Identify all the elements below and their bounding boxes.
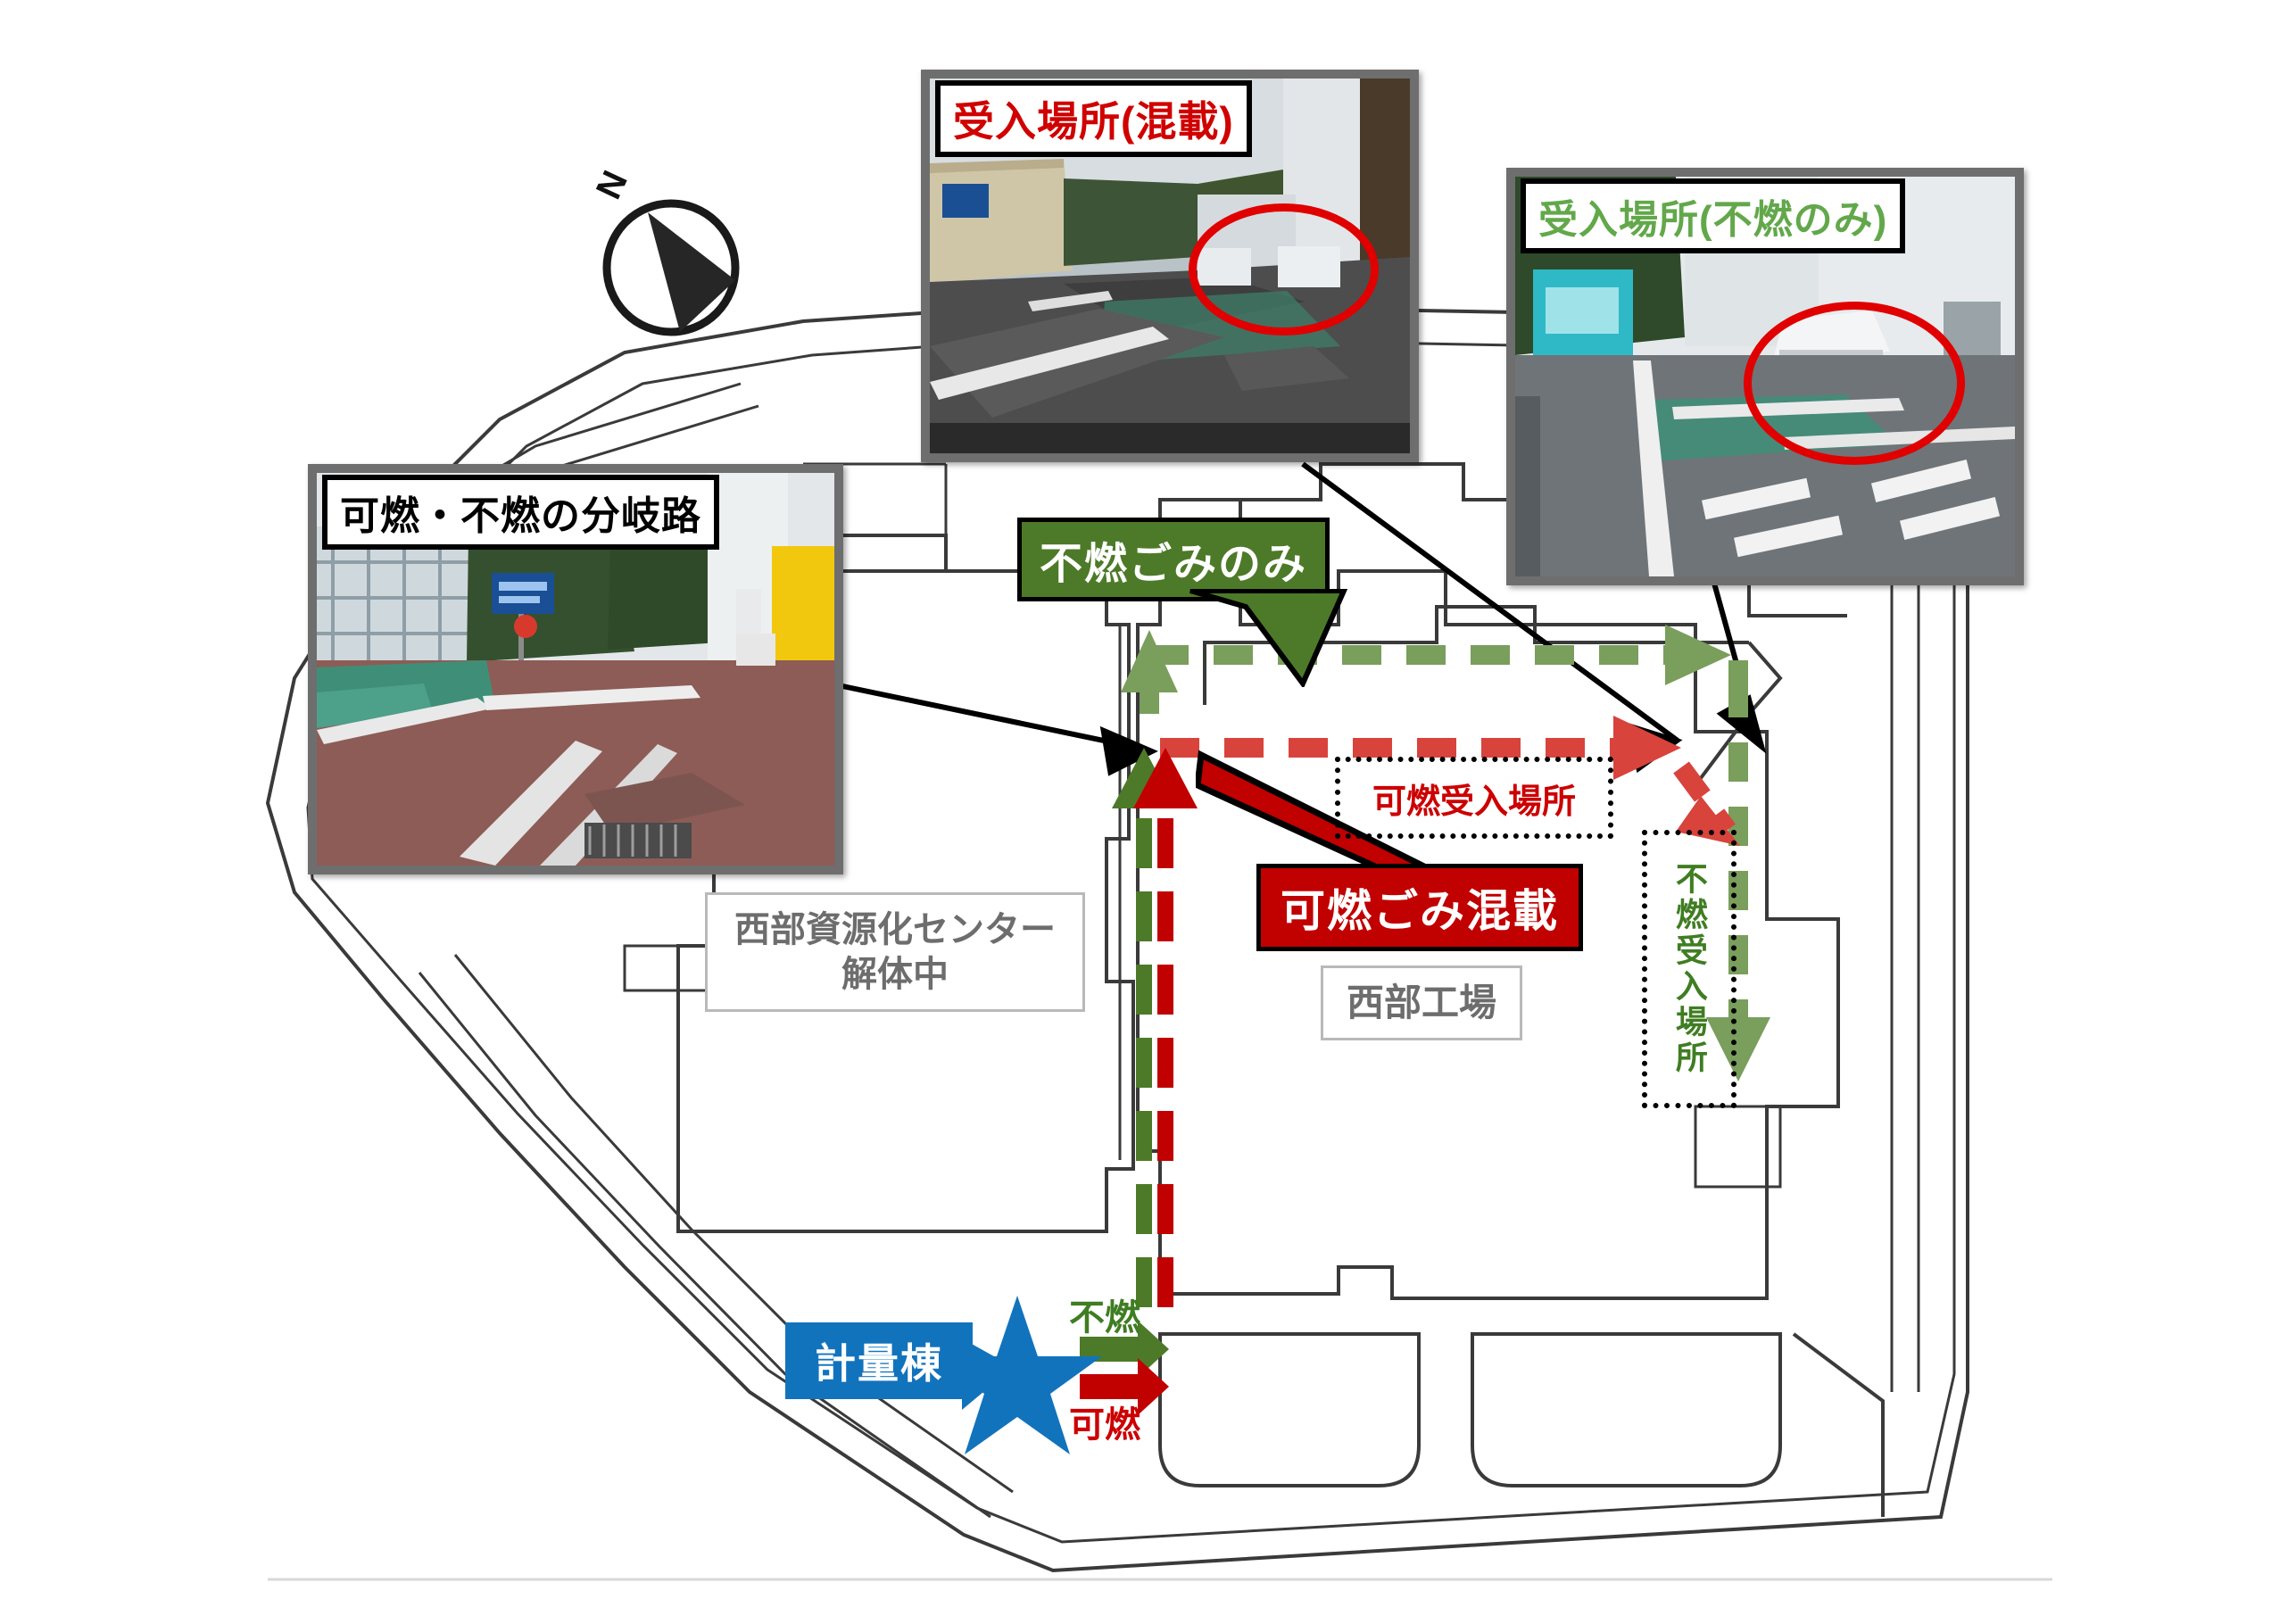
- photo-caption-mixed-receiving: 受入場所(混載): [935, 80, 1252, 157]
- zone-combustible-receiving-label: 可燃受入場所: [1372, 783, 1576, 821]
- building-label-line-2: 解体中: [841, 955, 949, 994]
- zone-combustible-receiving: 可燃受入場所: [1335, 757, 1613, 839]
- photo-card-mixed-receiving[interactable]: 受入場所(混載): [921, 70, 1419, 462]
- photo-card-noncombustible-receiving[interactable]: 受入場所(不燃のみ): [1506, 168, 2024, 585]
- building-label-seibu-plant: 西部工場: [1321, 965, 1522, 1040]
- building-label-seibu-recycling-center: 西部資源化センター 解体中: [705, 892, 1085, 1012]
- building-label-seibu-plant-text: 西部工場: [1346, 981, 1496, 1023]
- legend-noncombustible-label: 不燃: [1069, 1298, 1140, 1338]
- photo-caption-noncombustible-receiving: 受入場所(不燃のみ): [1521, 178, 1906, 253]
- callout-noncombustible-only-label: 不燃ごみのみ: [1039, 541, 1307, 588]
- callout-weighing-building[interactable]: 計量棟: [785, 1322, 973, 1399]
- photo-image-branch-road: [317, 473, 834, 866]
- zone-noncombustible-receiving: 不燃受入場所: [1642, 830, 1737, 1108]
- callout-combustible-mixed[interactable]: 可燃ごみ混載: [1256, 864, 1583, 951]
- callout-combustible-mixed-label: 可燃ごみ混載: [1281, 886, 1559, 936]
- red-ellipse-marker-2: [1744, 302, 1965, 465]
- red-ellipse-marker-1: [1189, 203, 1379, 336]
- callout-noncombustible-only[interactable]: 不燃ごみのみ: [1017, 518, 1330, 601]
- zone-noncombustible-receiving-label: 不燃受入場所: [1670, 862, 1708, 1076]
- building-label-line-1: 西部資源化センター: [734, 910, 1056, 949]
- photo-card-branch-road[interactable]: 可燃・不燃の分岐路: [308, 464, 843, 874]
- photo-caption-branch-road: 可燃・不燃の分岐路: [322, 475, 719, 550]
- legend-combustible-label: 可燃: [1069, 1405, 1140, 1445]
- callout-weighing-building-label: 計量棟: [815, 1340, 943, 1387]
